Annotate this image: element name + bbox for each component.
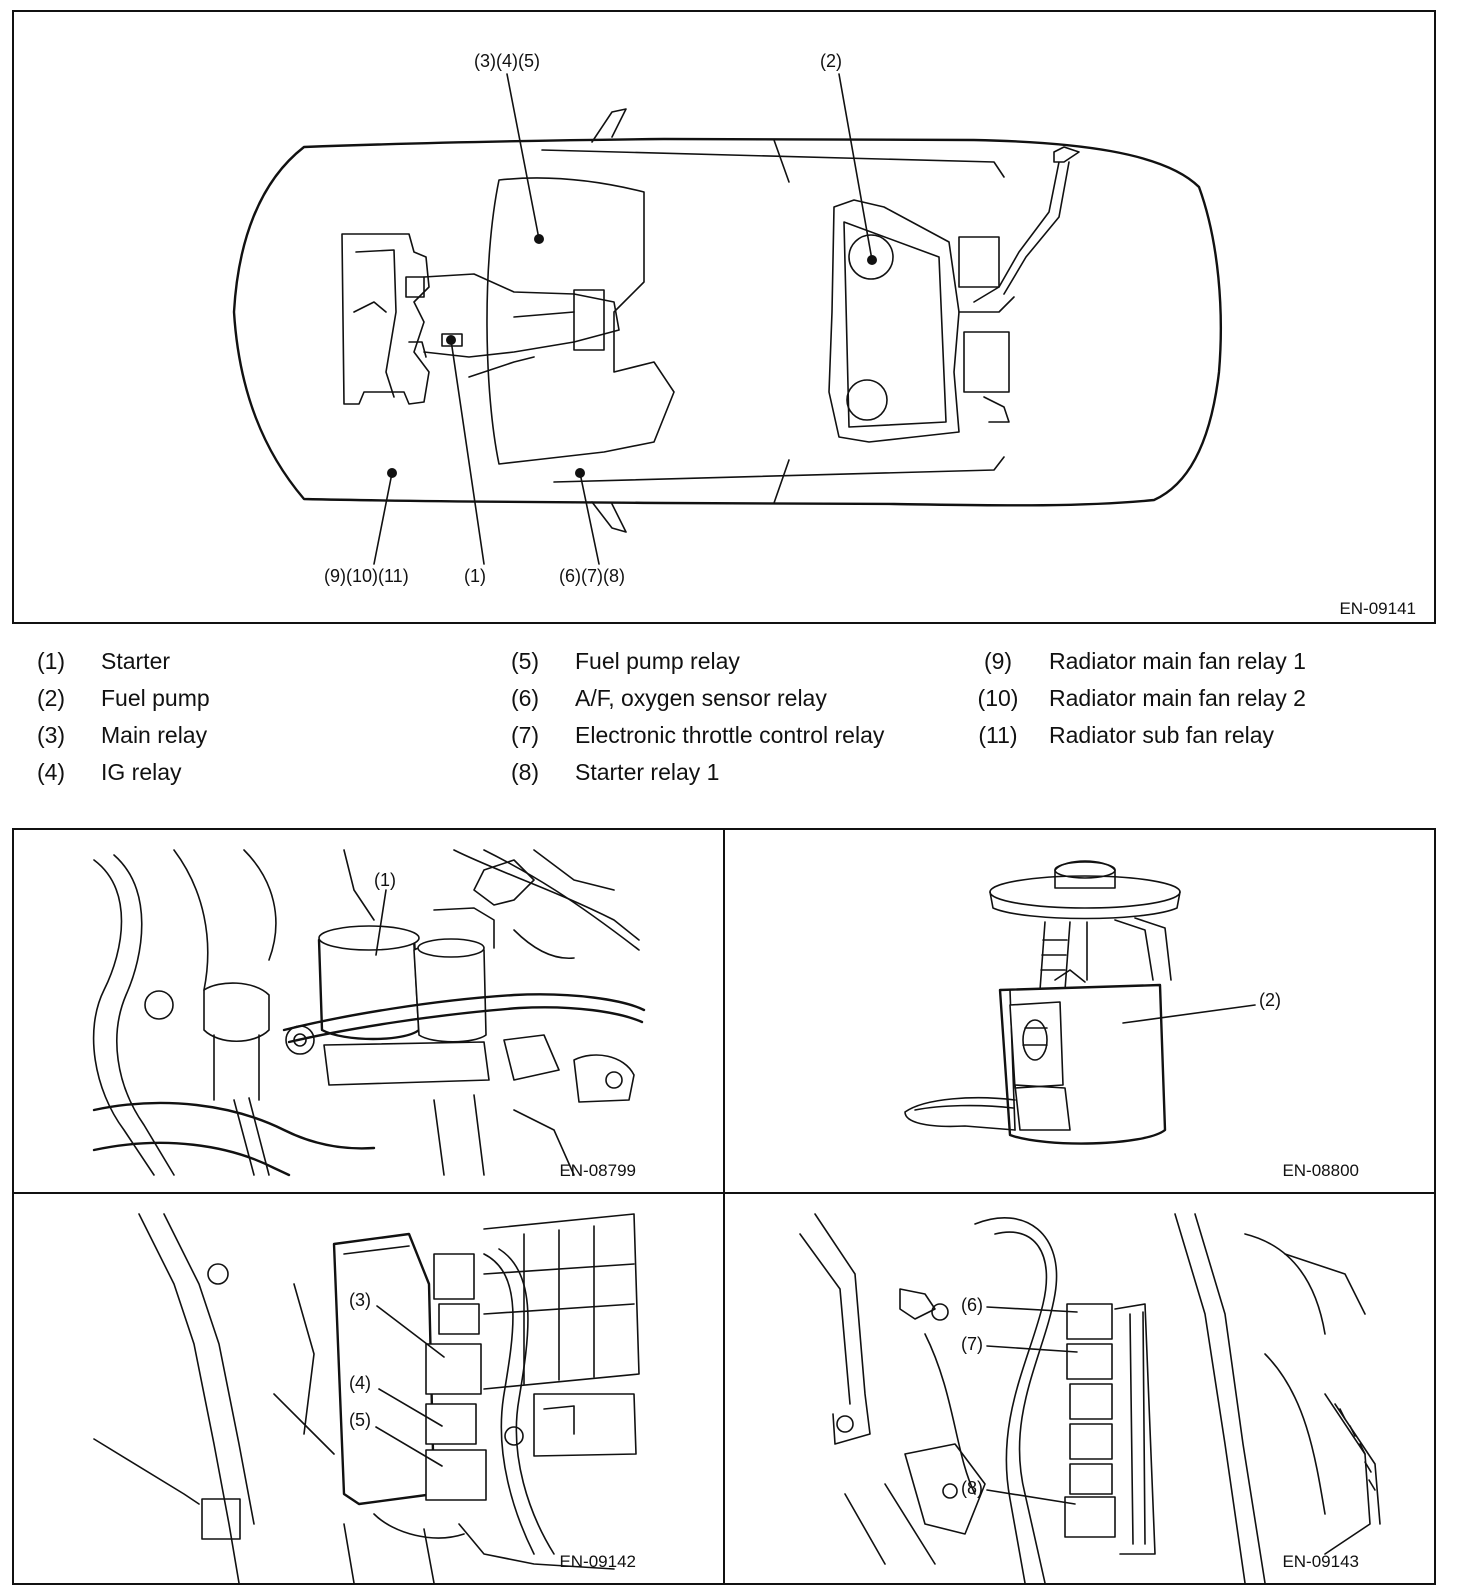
figure-code-engine-relays: EN-09143 bbox=[1282, 1552, 1359, 1571]
fuel-pump-detail-illustration: (2) EN-08800 bbox=[904, 860, 1359, 1180]
callout-fuel-pump-detail: (2) bbox=[1259, 990, 1281, 1010]
relay-main bbox=[425, 1343, 482, 1395]
fuel-pump-top bbox=[848, 234, 894, 280]
callout-throttle-control-relay: (7) bbox=[961, 1334, 983, 1354]
relay-electronic-throttle bbox=[1066, 1343, 1113, 1380]
relay-box-detail-illustration: (3) (4) (5) EN-09142 bbox=[93, 1213, 640, 1583]
fuel-tank bbox=[828, 199, 960, 443]
engine-block bbox=[341, 233, 430, 405]
figure-code-starter: EN-08799 bbox=[559, 1161, 636, 1180]
figure-code-fuel-pump: EN-08800 bbox=[1282, 1161, 1359, 1180]
car-body-outline bbox=[232, 137, 1222, 507]
callout-main-relay: (3) bbox=[349, 1290, 371, 1310]
callout-starter-relay-1: (8) bbox=[961, 1478, 983, 1498]
mirror-bottom bbox=[591, 501, 627, 533]
relay-ig bbox=[425, 1403, 477, 1445]
callout-fuel-pump: (2) bbox=[820, 51, 842, 71]
transmission bbox=[423, 273, 620, 358]
relay-af-oxygen-sensor bbox=[1066, 1303, 1113, 1340]
vehicle-top-view-diagram: (3)(4)(5) (2) (9)(10)(11) (1) (6)(7)(8) … bbox=[232, 51, 1416, 618]
parts-legend: (1) Starter (2) Fuel pump (3) Main relay… bbox=[36, 648, 1306, 785]
callout-af-oxygen-sensor-relay: (6) bbox=[961, 1295, 983, 1315]
figure-code-overview: EN-09141 bbox=[1339, 599, 1416, 618]
starter-detail-illustration: (1) EN-08799 bbox=[92, 849, 646, 1180]
relay-fuel-pump bbox=[425, 1449, 487, 1501]
callout-ig-relay: (4) bbox=[349, 1373, 371, 1393]
cabin-outline bbox=[486, 177, 675, 465]
callout-starter-detail: (1) bbox=[374, 870, 396, 890]
fuel-filler-neck bbox=[973, 146, 1080, 303]
overview-panel: (3)(4)(5) (2) (9)(10)(11) (1) (6)(7)(8) … bbox=[12, 10, 1436, 624]
callout-fuel-pump-relay: (5) bbox=[349, 1410, 371, 1430]
mirror-top bbox=[591, 108, 627, 143]
callout-relays-9-10-11: (9)(10)(11) bbox=[324, 566, 409, 586]
engine-relays-detail-illustration: (6) (7) (8) EN-09143 bbox=[799, 1213, 1381, 1583]
relay-box bbox=[332, 1232, 436, 1506]
callout-starter: (1) bbox=[464, 566, 486, 586]
callout-relays-3-4-5: (3)(4)(5) bbox=[474, 51, 540, 71]
callout-relays-6-7-8: (6)(7)(8) bbox=[559, 566, 625, 586]
detail-grid: (1) EN-08799 bbox=[12, 828, 1436, 1585]
figure-code-relay-box: EN-09142 bbox=[559, 1552, 636, 1571]
